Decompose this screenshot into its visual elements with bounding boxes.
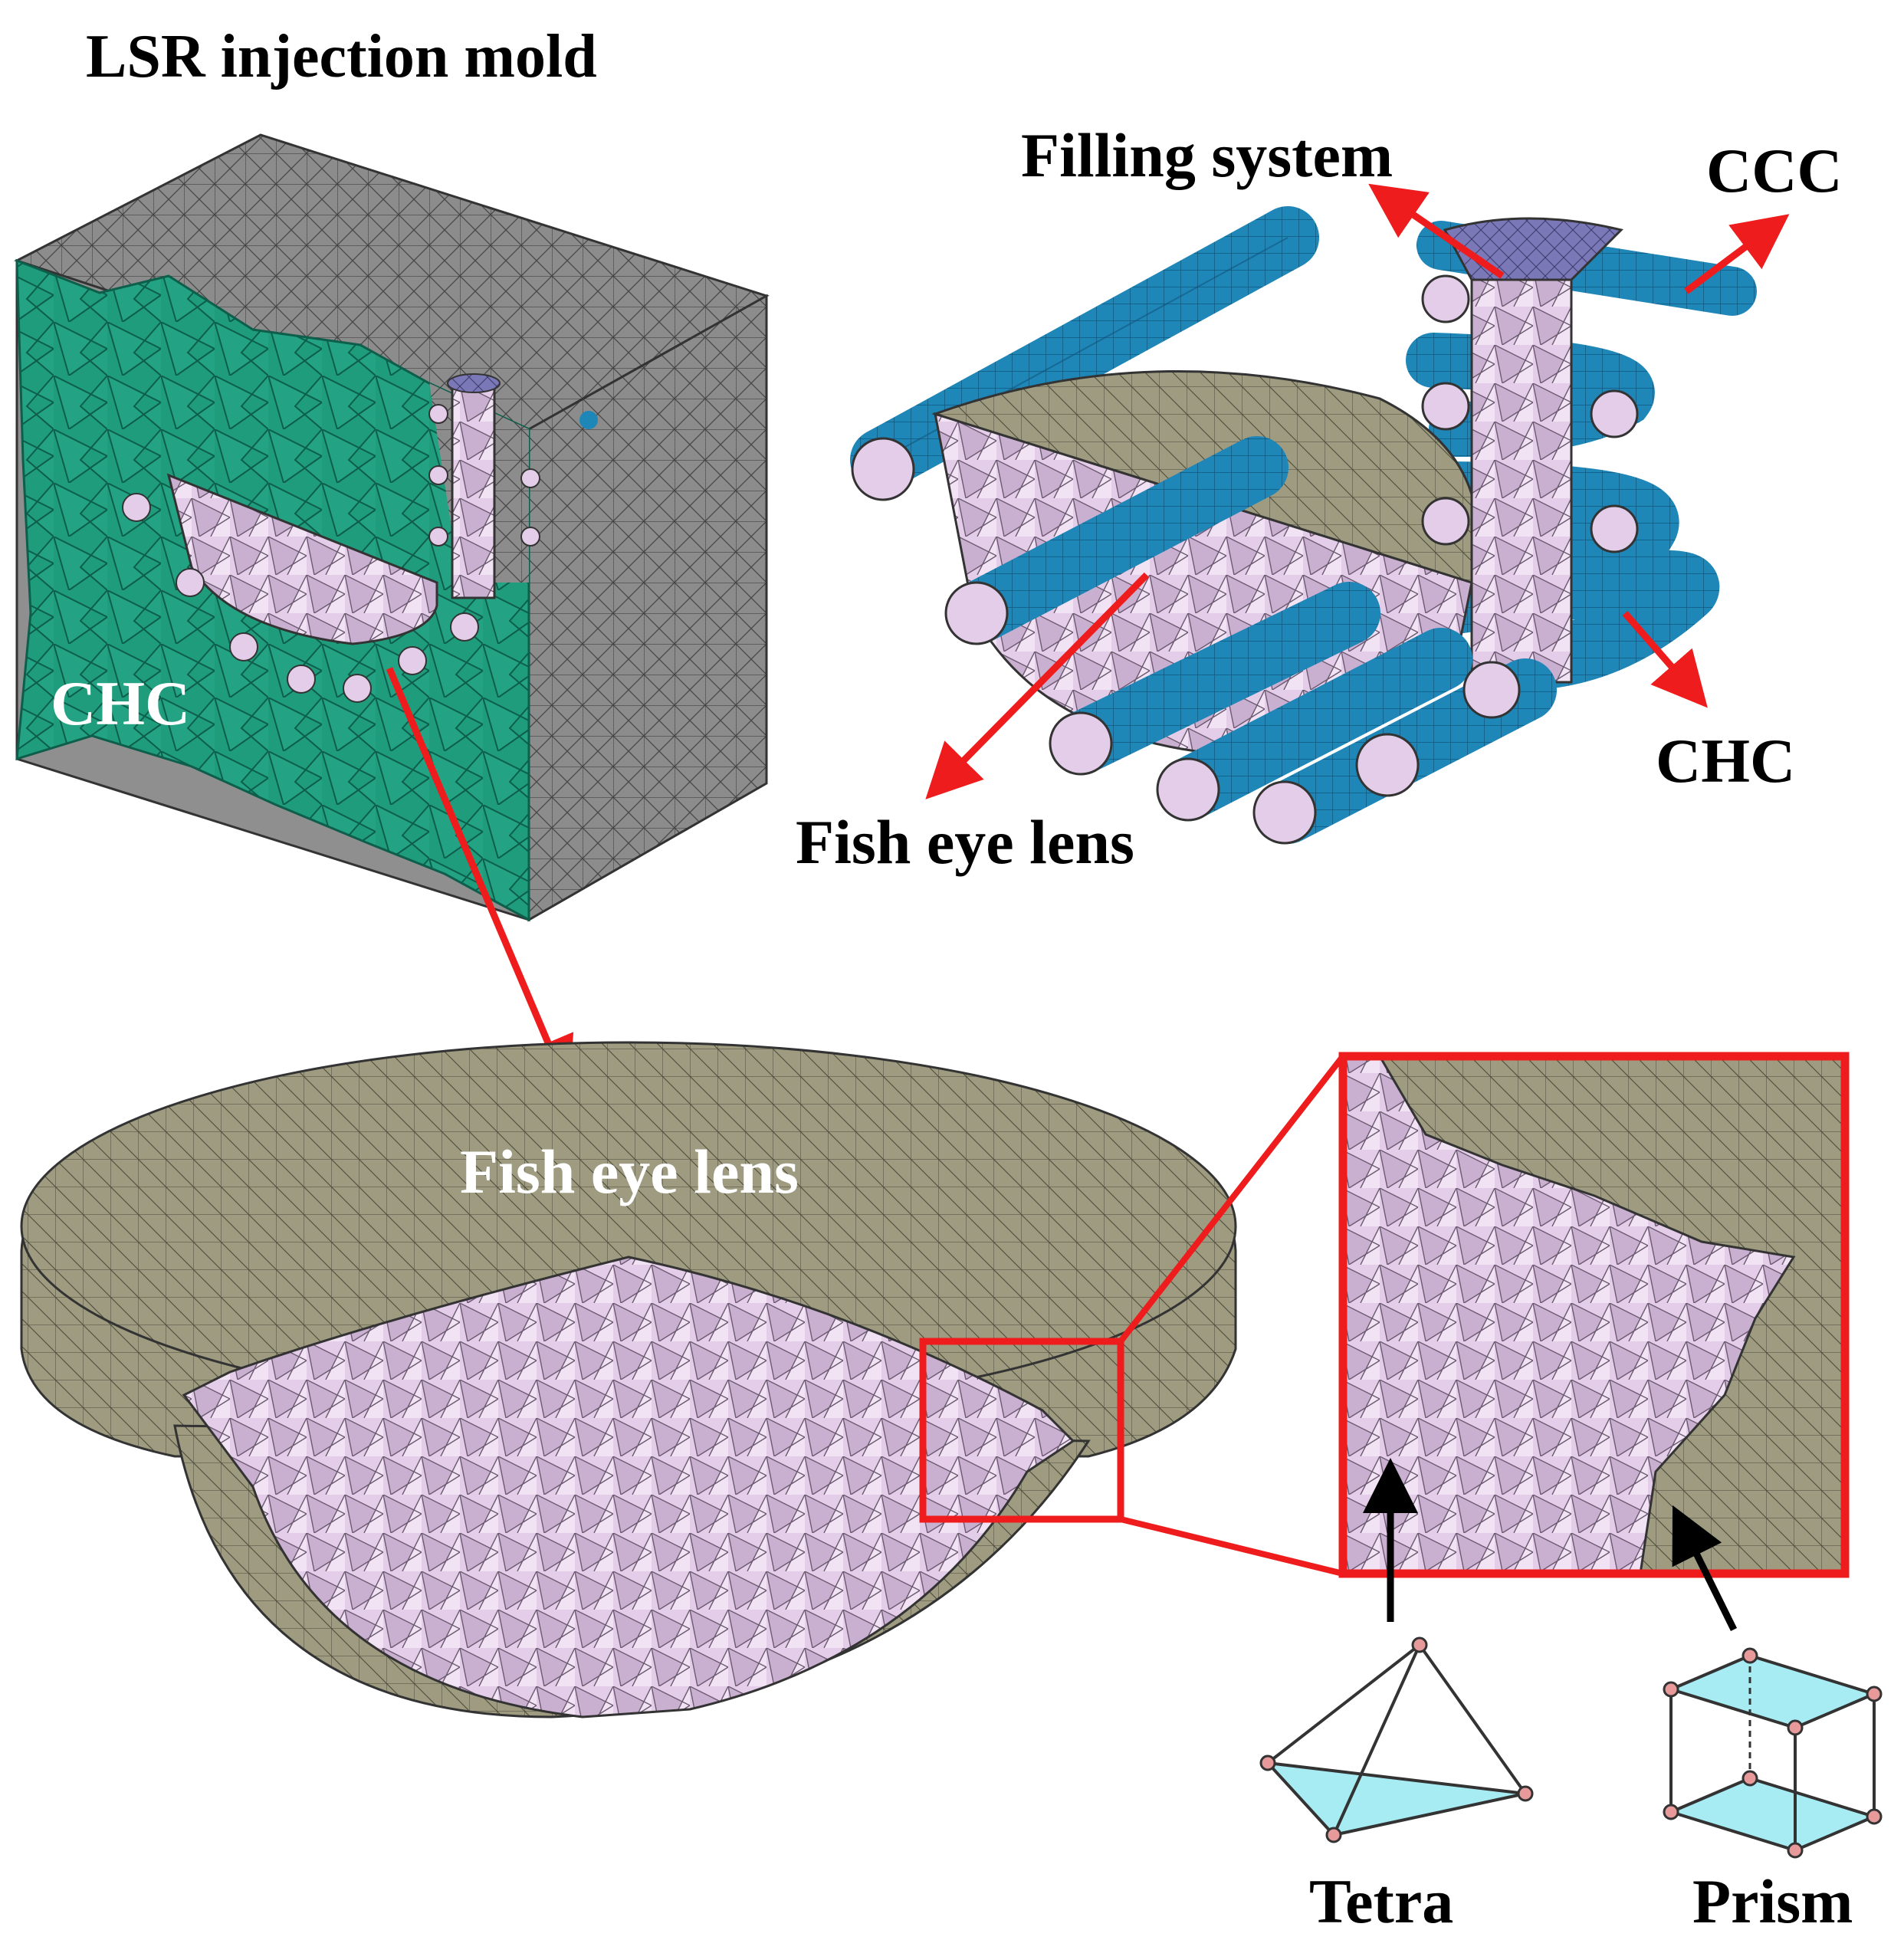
mesh-zoom-detail-icon [1338,1052,1850,1578]
filling-system-assembly-icon [850,206,1757,845]
red-arrows-top [386,183,1790,1094]
filling-system-label: Filling system [1021,120,1393,190]
mold-block-mesh-icon [14,133,770,922]
zoom-connectors [1118,1054,1346,1577]
fish-eye-lens-cutaway-icon [20,1041,1237,1718]
prism-label: Prism [1692,1866,1853,1936]
zoom-source-box [919,1338,1124,1523]
tetra-label: Tetra [1309,1866,1453,1936]
fish-eye-lens-bottom-label: Fish eye lens [460,1137,799,1206]
chc-right-label: CHC [1656,726,1795,796]
chc-left-label: CHC [51,668,190,738]
arrow-chc-right [1622,611,1708,708]
arrow-fish-eye-lens [925,572,1150,799]
black-arrows [1363,1458,1738,1631]
title: LSR injection mold [86,23,597,90]
fish-eye-lens-top-label: Fish eye lens [796,807,1134,877]
tetrahedron-element-icon [1259,1636,1534,1843]
arrow-ccc [1684,214,1790,294]
arrow-prism [1672,1505,1738,1631]
prism-element-icon [1663,1647,1883,1859]
arrow-mold-to-lens [386,667,574,1094]
ccc-label: CCC [1706,136,1843,205]
arrow-filling-system [1368,183,1505,279]
